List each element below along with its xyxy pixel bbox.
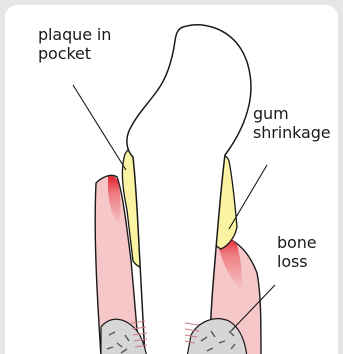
label-plaque-line2: pocket <box>38 44 91 63</box>
label-bone-loss: bone loss <box>277 233 317 271</box>
label-gum-line2: shrinkage <box>253 123 331 142</box>
label-gum-line1: gum <box>253 104 289 123</box>
label-bone-line2: loss <box>277 252 308 271</box>
label-bone-line1: bone <box>277 233 317 252</box>
label-plaque-line1: plaque in <box>38 25 111 44</box>
label-plaque-in-pocket: plaque in pocket <box>38 25 111 63</box>
leader-plaque <box>73 85 126 170</box>
label-gum-shrinkage: gum shrinkage <box>253 104 331 142</box>
diagram-canvas: plaque in pocket gum shrinkage bone loss <box>5 5 338 354</box>
